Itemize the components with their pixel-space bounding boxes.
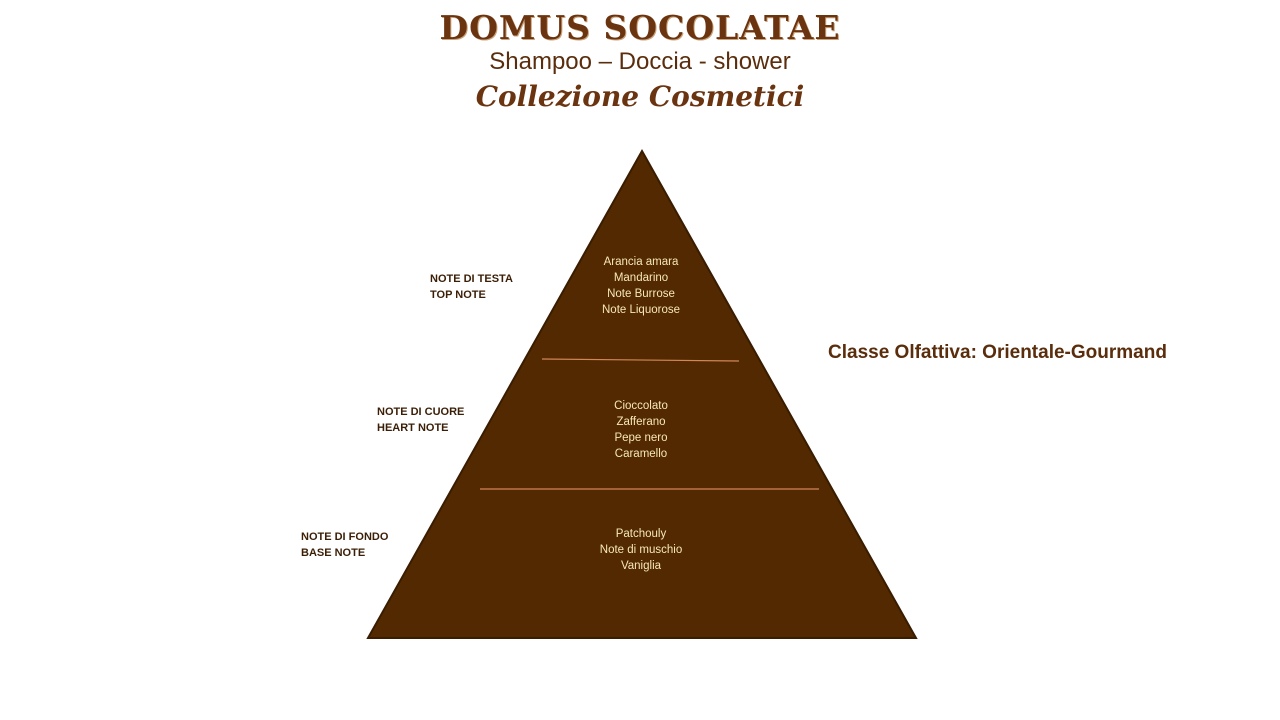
product-subtitle: Shampoo – Doccia - shower: [489, 48, 791, 75]
note-item: Mandarino: [613, 272, 669, 284]
heart-note-label: NOTE DI CUORE HEART NOTE: [377, 404, 464, 436]
note-item: Note Burrose: [607, 288, 675, 300]
base-note-label: NOTE DI FONDO BASE NOTE: [301, 529, 388, 561]
heart-notes-list: Cioccolato Zafferano Pepe nero Caramello: [541, 398, 741, 462]
note-item: Arancia amara: [603, 256, 679, 268]
top-note-label-it: NOTE DI TESTA: [430, 273, 513, 285]
olfactory-class: Classe Olfattiva: Orientale-Gourmand: [828, 342, 1167, 363]
top-notes-list: Arancia amara Mandarino Note Burrose Not…: [541, 254, 741, 318]
base-note-label-en: BASE NOTE: [301, 547, 366, 559]
heart-note-label-it: NOTE DI CUORE: [377, 406, 465, 418]
note-item: Note di muschio: [599, 544, 683, 556]
base-notes-list: Patchouly Note di muschio Vaniglia: [541, 526, 741, 574]
divider-top-heart: [541, 358, 740, 362]
base-note-label-it: NOTE DI FONDO: [301, 531, 389, 543]
heart-note-label-en: HEART NOTE: [377, 422, 449, 434]
collection-title: Collezione Cosmetici: [475, 80, 805, 113]
note-item: Zafferano: [616, 416, 666, 428]
note-item: Caramello: [614, 448, 668, 460]
note-item: Patchouly: [615, 528, 667, 540]
top-note-label: NOTE DI TESTA TOP NOTE: [430, 271, 513, 303]
note-item: Pepe nero: [614, 432, 668, 444]
top-note-label-en: TOP NOTE: [430, 289, 486, 301]
pyramid-shape: [366, 148, 918, 639]
note-item: Cioccolato: [614, 400, 668, 412]
note-item: Note Liquorose: [602, 304, 680, 316]
note-item: Vaniglia: [620, 560, 662, 572]
brand-title: DOMUS SOCOLATAE: [439, 8, 841, 47]
